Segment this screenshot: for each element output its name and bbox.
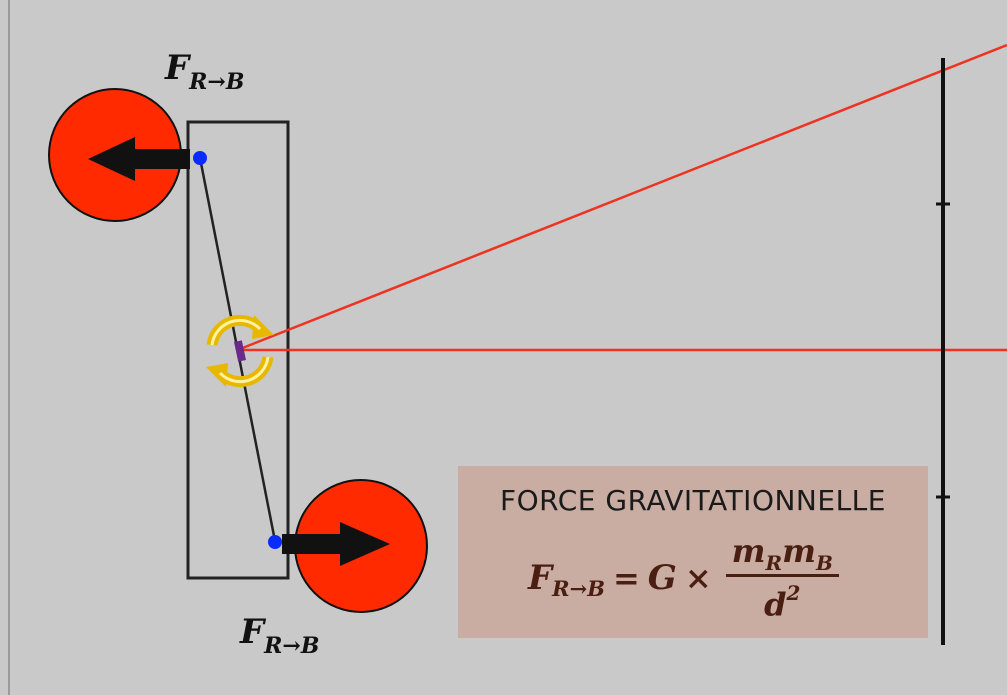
bottom-force-subscript: R→B — [264, 633, 320, 659]
formula-fraction-bar — [725, 574, 839, 577]
formula-equals: = — [612, 559, 640, 598]
formula-F-subscript: R→B — [552, 575, 605, 601]
formula-m1-sub: R — [765, 551, 783, 575]
formula-fraction: mRmB d2 — [725, 532, 839, 625]
bottom-force-symbol: F — [240, 612, 265, 652]
small-mass-top — [193, 151, 207, 165]
rotation-icon — [206, 314, 274, 388]
formula-G: G — [647, 558, 677, 599]
formula-numerator: mRmB — [726, 532, 839, 575]
formula-m2-sub: B — [815, 551, 833, 575]
formula-m2: m — [782, 532, 816, 570]
formula-F: F — [528, 558, 553, 599]
formula-d-exponent: 2 — [786, 581, 801, 605]
formula-d: d — [764, 585, 787, 624]
formula-denominator: d2 — [764, 577, 800, 625]
formula-times: × — [684, 559, 712, 598]
top-force-label: FR→B — [165, 48, 244, 95]
force-arrow-right — [282, 522, 390, 566]
top-force-subscript: R→B — [189, 69, 245, 95]
force-arrow-left — [88, 137, 190, 181]
laser-beam-deflected — [239, 43, 1007, 351]
small-mass-bottom — [268, 535, 282, 549]
bottom-force-label: FR→B — [240, 612, 319, 659]
top-force-symbol: F — [165, 48, 190, 88]
formula-title: FORCE GRAVITATIONNELLE — [500, 484, 886, 517]
formula-m1: m — [731, 532, 766, 570]
